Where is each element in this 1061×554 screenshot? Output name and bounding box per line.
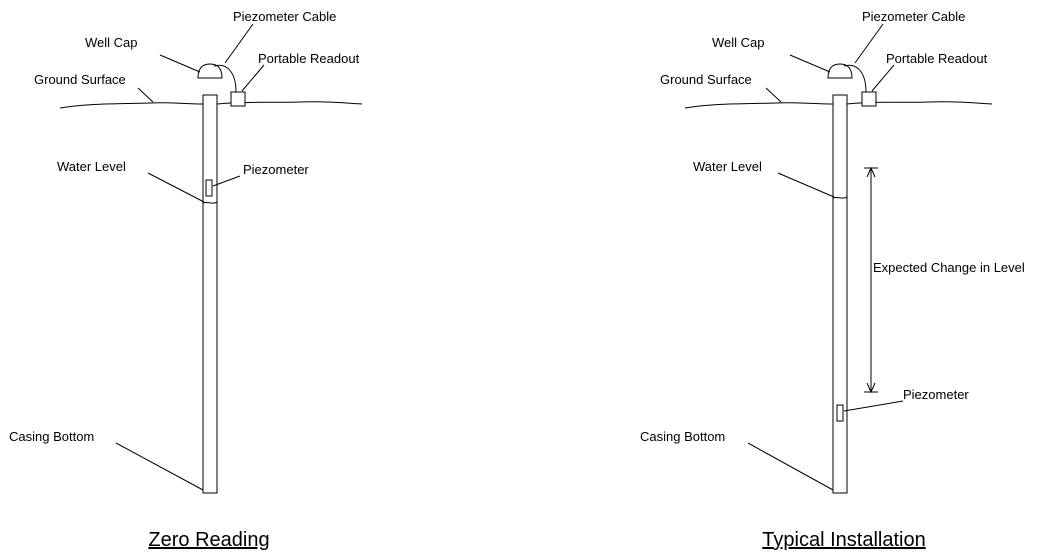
label-well-cap: Well Cap [85,35,138,50]
leader-piezometer-cable [224,23,254,64]
well-cap [197,63,223,79]
piezometer-cable [213,64,237,93]
arrow-down-icon [866,382,876,394]
well-cap [827,63,853,79]
leader-casing-bottom [115,442,204,491]
well-casing [832,94,848,494]
leader-ground-surface [137,87,154,103]
leader-well-cap [789,54,831,73]
portable-readout [230,91,246,107]
label-casing-bottom: Casing Bottom [640,429,725,444]
label-portable-readout: Portable Readout [258,51,360,66]
arrow-up-icon [866,166,876,178]
piezometer-sensor [836,404,844,422]
label-expected-change: Expected Change in Level [873,260,1025,275]
ground-surface-line [59,101,363,109]
label-ground-surface: Ground Surface [34,72,126,87]
caption-typical-installation: Typical Installation [762,529,925,551]
ground-surface-line [684,101,993,109]
leader-water-level [147,172,205,203]
leader-piezometer [212,175,241,187]
expected-change-dimension [864,166,878,394]
piezometer-cable [843,64,867,93]
panel-typical-installation: Well Cap Piezometer Cable Portable Reado… [640,9,1025,551]
leader-portable-readout [241,64,265,92]
label-water-level: Water Level [693,159,762,174]
leader-piezometer [843,400,904,412]
leader-water-level [777,172,835,198]
panel-zero-reading: Well Cap Piezometer Cable Portable Reado… [9,9,363,551]
label-well-cap: Well Cap [712,35,765,50]
water-level-line [832,196,848,199]
water-level-line [202,201,218,204]
leader-piezometer-cable [854,23,884,64]
label-piezometer-cable: Piezometer Cable [233,9,336,24]
leader-casing-bottom [747,442,834,491]
label-portable-readout: Portable Readout [886,51,988,66]
caption-zero-reading: Zero Reading [148,529,269,551]
label-water-level: Water Level [57,159,126,174]
leader-well-cap [159,54,201,73]
label-piezometer: Piezometer [243,162,309,177]
portable-readout [861,91,877,107]
leader-ground-surface [765,87,782,103]
well-casing [202,94,218,494]
label-casing-bottom: Casing Bottom [9,429,94,444]
leader-portable-readout [871,64,895,92]
piezometer-sensor [205,179,213,197]
label-piezometer-cable: Piezometer Cable [862,9,965,24]
label-ground-surface: Ground Surface [660,72,752,87]
label-piezometer: Piezometer [903,387,969,402]
